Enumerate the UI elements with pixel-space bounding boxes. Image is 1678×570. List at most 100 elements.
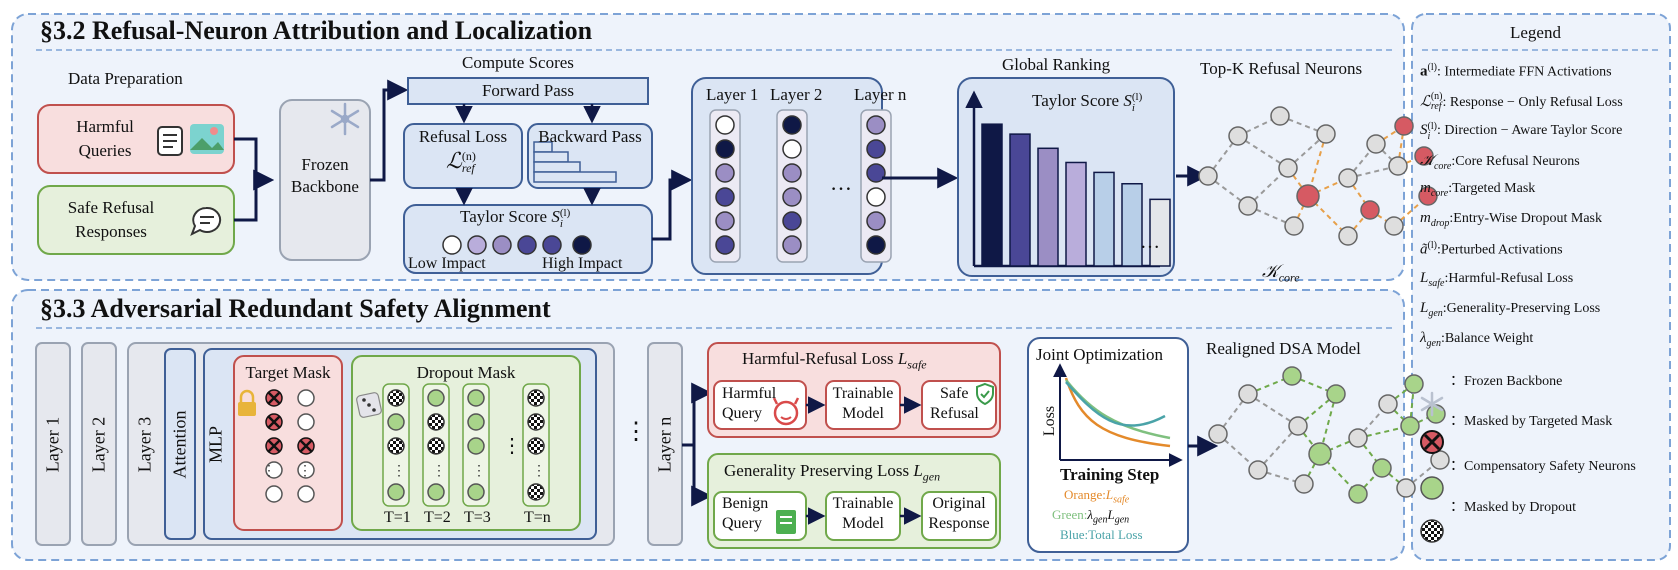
bottom-net-edge <box>1357 437 1383 469</box>
bottom-net-node <box>1308 442 1332 466</box>
legend-row-1: a(l): Intermediate FFN Activations <box>1420 62 1612 80</box>
plain-neuron <box>297 461 315 479</box>
top-net-edge <box>1347 177 1371 211</box>
bar-ellipsis: … <box>1140 231 1160 253</box>
ranking-bar <box>1037 147 1059 267</box>
original-response-box <box>921 491 997 541</box>
layer-neuron <box>715 163 735 183</box>
k-core-label: 𝒦core <box>1262 261 1300 285</box>
refusal-loss-label: Refusal Loss <box>418 127 508 146</box>
ranking-bar <box>1149 198 1171 267</box>
bottom-net-node <box>1396 478 1416 498</box>
bottom-net-edge <box>1257 425 1299 471</box>
low-impact-label: Low Impact <box>408 255 486 272</box>
legend-compensatory-icon <box>1420 476 1444 500</box>
top-net-node <box>1338 226 1358 246</box>
dropout-dots: ⋮ <box>532 464 546 479</box>
legend-row-13: ：Compensatory Safety Neurons <box>1450 459 1636 474</box>
layer-neuron <box>866 211 886 231</box>
section-bottom-title: §3.3 Adversarial Redundant Safety Alignm… <box>40 294 551 323</box>
top-net-node <box>1278 158 1298 178</box>
legend-dropout-icon <box>1420 519 1444 543</box>
forward-pass-label: Forward Pass <box>481 81 575 100</box>
bottom-net-node <box>1348 484 1368 504</box>
benign-query-line1: Benign <box>722 495 769 512</box>
top-net-node <box>1366 134 1386 154</box>
joint-optimization-label: Joint Optimization <box>1036 345 1164 364</box>
active-neuron <box>427 389 445 407</box>
layer-1-block <box>35 342 71 546</box>
bottom-net-edge <box>1319 437 1359 455</box>
bottom-net-node <box>1372 458 1392 478</box>
harmful-refusal-loss-label: Harmful-Refusal Loss Lsafe <box>742 349 927 372</box>
legend-row-8: Lsafe:Harmful-Refusal Loss <box>1420 270 1574 289</box>
layer-neuron <box>782 187 802 207</box>
bottom-layer-1-label: Layer 1 <box>42 416 63 473</box>
layer-neuron <box>715 235 735 255</box>
compute-scores-label: Compute Scores <box>462 53 574 72</box>
top-net-node <box>1270 106 1290 126</box>
layer-neuron <box>715 115 735 135</box>
trainable-bottom-line2: Model <box>842 515 884 532</box>
dropout-neuron <box>527 413 545 431</box>
ranking-bar <box>981 123 1003 267</box>
original-response-line1: Original <box>932 495 986 512</box>
legend-row-12: ：Masked by Targeted Mask <box>1450 414 1613 429</box>
layer-neuron <box>866 115 886 135</box>
layer-neuron <box>866 187 886 207</box>
dropout-neuron <box>427 437 445 455</box>
bottom-layer-n-label: Layer n <box>654 416 675 473</box>
active-neuron <box>467 389 485 407</box>
top-net-node <box>1360 200 1380 220</box>
layer-2-label: Layer 2 <box>770 85 823 104</box>
harmful-query-line1: Harmful <box>722 385 777 402</box>
ranking-bar <box>1065 161 1087 267</box>
bottom-net-edge <box>1409 383 1415 427</box>
top-net-node <box>1414 146 1434 166</box>
active-neuron <box>467 437 485 455</box>
safe-refusal-line2: Responses <box>75 222 147 241</box>
book-icon <box>776 510 796 534</box>
refusal-loss-symbol: ℒ(n)ref <box>446 148 476 175</box>
top-net-node <box>1384 216 1404 236</box>
legend-row-6: mdrop:Entry-Wise Dropout Mask <box>1420 210 1603 229</box>
document-icon <box>157 126 183 156</box>
blue-loss-curve <box>1065 381 1166 427</box>
top-net-node <box>1198 166 1218 186</box>
bottom-net-edge <box>1319 393 1337 455</box>
bottom-net-node <box>1208 424 1228 444</box>
top-net-edge <box>1237 135 1289 169</box>
active-neuron <box>387 483 405 501</box>
top-net-node <box>1228 126 1248 146</box>
bottom-net-node <box>1248 460 1268 480</box>
mlp-label: MLP <box>205 426 226 464</box>
legend-panel <box>1411 13 1671 561</box>
safe-refusal-out-line2: Refusal <box>930 405 979 422</box>
layer-neuron <box>782 235 802 255</box>
legend-row-3: S(l)i: Direction − Aware Taylor Score <box>1420 121 1623 142</box>
safe-refusal-out-line1: Safe <box>940 385 969 402</box>
layers-ellipsis: ⋮ <box>624 419 648 445</box>
layer-neuron <box>866 235 886 255</box>
bottom-net-node <box>1404 374 1424 394</box>
mask-cross <box>267 415 281 429</box>
top-net-edge <box>1307 133 1327 197</box>
harmful-queries-line2: Queries <box>78 141 132 160</box>
dropout-mask-label: Dropout Mask <box>416 363 516 382</box>
legend-masked-target-icon <box>1420 430 1444 454</box>
top-net-node <box>1238 196 1258 216</box>
devil-icon <box>772 397 800 426</box>
bottom-net-node <box>1430 450 1450 470</box>
chart-title: Taylor Score S(l)i <box>1032 91 1143 114</box>
global-ranking-label: Global Ranking <box>1002 55 1111 74</box>
active-neuron <box>467 483 485 501</box>
top-net-node <box>1284 216 1304 236</box>
training-step-label: Training Step <box>1060 465 1160 484</box>
bottom-net-node <box>1378 394 1398 414</box>
plain-neuron <box>297 485 315 503</box>
legend-row-9: Lgen:Generality-Preserving Loss <box>1420 300 1601 319</box>
impact-scale <box>442 235 592 255</box>
attention-label: Attention <box>169 410 190 479</box>
